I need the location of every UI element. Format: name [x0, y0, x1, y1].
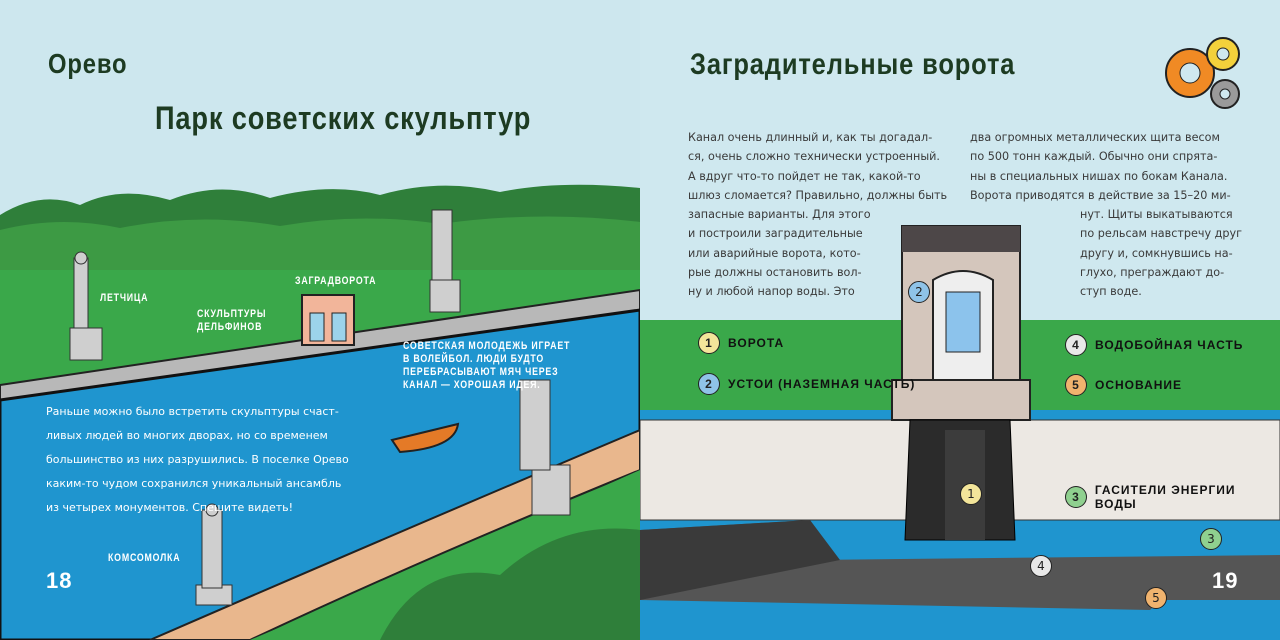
legend-item-energy-dampers: 3Гасители энергии воды — [1065, 483, 1280, 511]
canal-park-illustration — [0, 184, 640, 640]
legend-item-foundation: 5Основание — [1065, 374, 1182, 396]
legend-item-abutments: 2Устои (наземная часть) — [698, 373, 915, 395]
page-title: Заградительные ворота — [690, 48, 1016, 81]
body-col1: Канал очень длинный и, как ты догадал-ся… — [688, 131, 948, 299]
marker-1: 1 — [960, 483, 982, 505]
page-title: Парк советских скульптур — [155, 100, 532, 136]
right-page: Заградительные ворота Канал очень длинны… — [640, 0, 1280, 640]
body-text: Раньше можно было встретить скульптуры с… — [46, 405, 349, 514]
label-dolphins: Скульптурыдельфинов — [197, 308, 267, 333]
marker-4: 4 — [1030, 555, 1052, 577]
place-name: Орево — [48, 48, 128, 79]
page-number: 19 — [1212, 568, 1239, 593]
legend-item-gate: 1Ворота — [698, 332, 784, 354]
left-page: Орево Парк советских скульптур Летчица С… — [0, 48, 640, 640]
gate-cross-section — [640, 37, 1280, 640]
marker-3: 3 — [1200, 528, 1222, 550]
legend-item-apron: 4Водобойная часть — [1065, 334, 1243, 356]
label-pilot: Летчица — [100, 292, 149, 304]
label-volleyball: Советская молодежь играетв волейбол. Люд… — [403, 340, 571, 391]
marker-5: 5 — [1145, 587, 1167, 609]
gears-icon — [1165, 37, 1240, 109]
page-number: 18 — [46, 568, 73, 593]
label-gate: Заградворота — [295, 275, 377, 287]
marker-2: 2 — [908, 281, 930, 303]
label-komsomolka: Комсомолка — [108, 552, 181, 564]
